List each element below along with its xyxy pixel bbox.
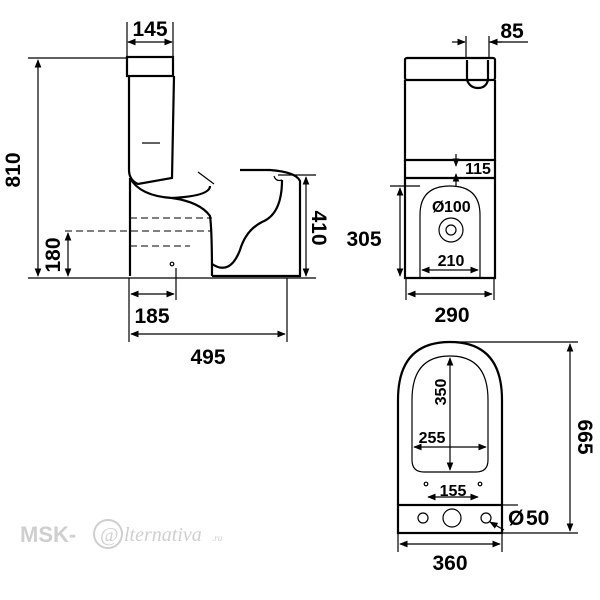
dim-outlet-offset: 185 — [128, 268, 177, 328]
dim-label-50: 50 — [526, 507, 549, 530]
dim-total-width: 360 — [397, 533, 503, 575]
front-view: 85 115 Ø 100 305 210 290 — [346, 20, 528, 327]
dim-seat-width: 255 — [413, 430, 487, 451]
dim-label-665: 665 — [573, 419, 596, 454]
dim-label-360: 360 — [432, 552, 467, 575]
dim-base-height: 305 — [346, 185, 420, 277]
dim-base-inner-width: 210 — [421, 253, 479, 274]
dim-label-305: 305 — [346, 228, 381, 251]
dim-button-offset: 85 — [452, 20, 528, 58]
dim-fixing-spacing: 155 — [427, 483, 479, 501]
dim-label-115: 115 — [465, 161, 491, 178]
dim-total-height: 810 — [2, 57, 126, 277]
dim-base-width: 290 — [405, 278, 495, 327]
side-outlet-dashed — [65, 217, 212, 247]
diameter-symbol-50: Ø — [508, 507, 524, 530]
dim-bowl-height: 410 — [278, 174, 330, 277]
side-view: 145 810 180 410 185 — [2, 18, 330, 369]
dim-total-length: 665 — [452, 341, 596, 534]
top-view: 350 255 155 Ø 50 665 — [396, 340, 596, 575]
front-tank — [403, 56, 497, 162]
dim-label-210: 210 — [438, 253, 465, 270]
dim-label-85: 85 — [500, 20, 524, 43]
dim-label-255: 255 — [419, 430, 446, 447]
dim-label-155: 155 — [440, 483, 467, 500]
diameter-symbol: Ø — [432, 199, 444, 216]
dim-seat-length: 350 — [433, 357, 454, 471]
watermark-at: @ — [100, 524, 118, 546]
dim-label-350: 350 — [433, 379, 450, 406]
watermark-at-ring — [93, 519, 123, 549]
watermark-prefix: MSK- — [20, 522, 76, 547]
dim-label-100: 100 — [444, 199, 471, 216]
dim-tank-width: 145 — [126, 18, 174, 56]
dim-label-185: 185 — [134, 305, 169, 328]
dim-label-410: 410 — [307, 210, 330, 245]
dim-label-180: 180 — [42, 237, 65, 272]
dim-outlet-top: 115 — [452, 154, 496, 186]
dim-label-290: 290 — [434, 304, 469, 327]
side-tank — [125, 55, 176, 186]
watermark-suffix: lternativa — [124, 524, 202, 546]
dim-outlet-diameter: Ø 100 — [432, 199, 471, 216]
dim-hole-diameter: Ø 50 — [489, 504, 549, 531]
watermark-logo: MSK- @ lternativa .ru — [20, 519, 223, 549]
dim-label-810: 810 — [2, 152, 25, 187]
dim-outlet-height: 180 — [42, 232, 72, 277]
dim-label-145: 145 — [132, 18, 167, 41]
dim-label-495: 495 — [190, 346, 225, 369]
dim-total-depth: 495 — [128, 278, 288, 369]
side-bowl — [128, 168, 302, 278]
top-outline — [396, 340, 504, 535]
watermark-tld: .ru — [212, 533, 223, 543]
